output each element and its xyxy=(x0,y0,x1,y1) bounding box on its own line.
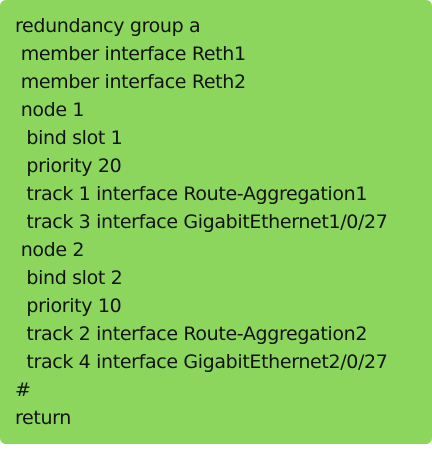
config-line-track-1: track 1 interface Route-Aggregation1 xyxy=(15,183,368,205)
config-line-member-reth1: member interface Reth1 xyxy=(15,43,246,65)
config-line-track-2: track 2 interface Route-Aggregation2 xyxy=(15,323,368,345)
config-line-bind-slot-1: bind slot 1 xyxy=(15,127,123,149)
config-line-member-reth2: member interface Reth2 xyxy=(15,71,246,93)
config-line-priority-20: priority 20 xyxy=(15,155,122,177)
config-line-bind-slot-2: bind slot 2 xyxy=(15,267,123,289)
config-line-node-2: node 2 xyxy=(15,239,85,261)
config-line-return: return xyxy=(15,407,71,429)
config-line-node-1: node 1 xyxy=(15,99,85,121)
config-line-track-4: track 4 interface GigabitEthernet2/0/27 xyxy=(15,351,388,373)
config-line-priority-10: priority 10 xyxy=(15,295,122,317)
config-line-track-3: track 3 interface GigabitEthernet1/0/27 xyxy=(15,211,388,233)
config-line-redundancy-group: redundancy group a xyxy=(15,15,201,37)
config-code-block: redundancy group a member interface Reth… xyxy=(0,0,432,444)
config-line-hash: # xyxy=(15,379,31,401)
